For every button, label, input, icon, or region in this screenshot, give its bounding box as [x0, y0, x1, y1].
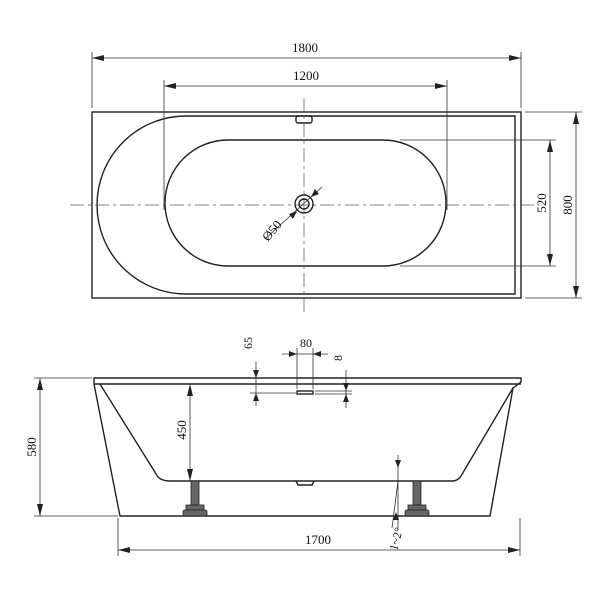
slope-label: 1~2° — [386, 526, 406, 552]
dim-1700-arrow-left — [118, 547, 130, 553]
slope-arrow-bottom — [393, 512, 399, 520]
dim-8-arrow-top — [343, 383, 349, 391]
dim-450-arrow-bottom — [187, 469, 193, 481]
side-inner-basin — [99, 383, 514, 482]
dim-800-label: 800 — [560, 195, 575, 215]
dim-1800-arrow-right — [509, 55, 521, 61]
overflow-opening — [296, 390, 314, 395]
dim-520-arrow-bottom — [547, 254, 553, 266]
side-view: 65 80 8 450 580 1700 — [24, 336, 522, 556]
drain-diameter-label: Ø50 — [259, 217, 285, 244]
slope-angle-line — [391, 480, 399, 529]
dim-1200-label: 1200 — [293, 68, 319, 83]
dim-580-label: 580 — [24, 437, 39, 457]
dim-80-arrow-right — [313, 351, 321, 357]
dim-80-arrow-left — [289, 351, 297, 357]
drain-leader-arrow-1 — [289, 211, 297, 219]
dim-8-label: 8 — [331, 355, 345, 361]
dim-800-arrow-top — [573, 112, 579, 124]
dim-800-arrow-bottom — [573, 286, 579, 298]
dim-8-arrow-bottom — [343, 394, 349, 402]
dim-450-arrow-top — [187, 384, 193, 396]
top-inner-basin — [164, 139, 447, 267]
slope-arrow-top — [395, 460, 401, 468]
dim-80-label: 80 — [300, 336, 312, 350]
dim-1700-arrow-right — [508, 547, 520, 553]
dim-65-arrow-top — [253, 370, 259, 378]
drain-inner-ring — [298, 198, 310, 210]
top-view: Ø50 1800 1200 520 800 — [70, 40, 582, 312]
dim-65-arrow-bottom — [253, 393, 259, 401]
dim-65-label: 65 — [241, 337, 255, 349]
right-foot — [404, 480, 430, 517]
left-foot — [182, 480, 208, 517]
dim-1200-arrow-right — [435, 83, 447, 89]
dim-1800-arrow-left — [92, 55, 104, 61]
dim-520-label: 520 — [534, 193, 549, 213]
drain-leader-arrow-2 — [311, 189, 319, 197]
dim-1800-label: 1800 — [292, 40, 318, 55]
dim-1200-arrow-left — [164, 83, 176, 89]
side-drain-bump — [295, 480, 315, 486]
dim-580-arrow-bottom — [37, 504, 43, 516]
drain-outer-ring — [294, 194, 314, 214]
dim-580-arrow-top — [37, 378, 43, 390]
top-rim-outline — [96, 115, 516, 295]
dim-520-arrow-top — [547, 140, 553, 152]
dim-1700-label: 1700 — [305, 532, 331, 547]
side-outer-body — [93, 377, 522, 517]
dim-450-label: 450 — [174, 420, 189, 440]
